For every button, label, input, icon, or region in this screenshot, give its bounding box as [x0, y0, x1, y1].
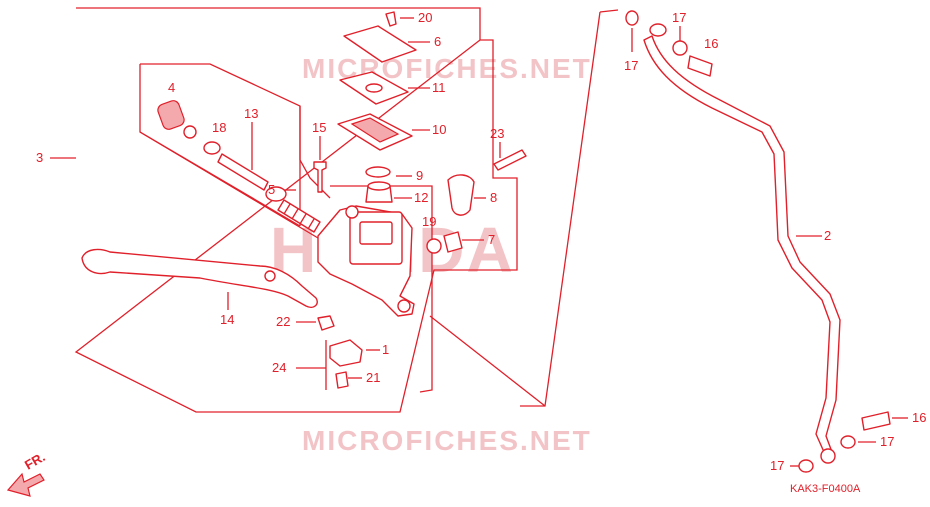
lever-holder [447, 174, 475, 216]
callout-24: 24 [272, 360, 286, 375]
spring-coil [299, 213, 307, 225]
reservoir-cap [343, 25, 417, 63]
callout-20: 20 [418, 10, 432, 25]
callout-4: 4 [168, 80, 175, 95]
callout-7: 7 [488, 232, 495, 247]
piston-cup [203, 141, 221, 155]
callout-17-top-left: 17 [624, 58, 638, 73]
protector-seal-top [367, 181, 391, 191]
o-ring [426, 238, 442, 254]
callout-22: 22 [276, 314, 290, 329]
callout-18: 18 [212, 120, 226, 135]
snap-ring [183, 125, 197, 139]
return-spring [277, 199, 321, 233]
callout-17-bottom-right: 17 [880, 434, 894, 449]
sealing-washer [840, 435, 856, 449]
spring-coil [283, 203, 291, 215]
callout-23: 23 [490, 126, 504, 141]
reservoir-inner [359, 221, 393, 245]
inner-outline-2 [139, 106, 301, 227]
switch-screw [335, 371, 349, 389]
callout-12: 12 [414, 190, 428, 205]
callout-16-bottom: 16 [912, 410, 926, 425]
piston-boot [157, 100, 185, 130]
lever-pivot [264, 270, 276, 282]
spring-coil [307, 218, 315, 230]
callout-13: 13 [244, 106, 258, 121]
callout-16-top: 16 [704, 36, 718, 51]
float-ring [365, 166, 391, 178]
piston-rod [217, 153, 269, 191]
callout-11: 11 [432, 80, 446, 95]
cap-plate-hole [365, 83, 383, 93]
diaphragm-inner [350, 117, 400, 143]
callout-17-bottom-left: 17 [770, 458, 784, 473]
front-arrow-icon [6, 472, 45, 497]
sealing-washer [625, 10, 639, 26]
callout-2: 2 [824, 228, 831, 243]
callout-6: 6 [434, 34, 441, 49]
holder-bolt [493, 149, 527, 171]
sealing-washer [798, 459, 814, 473]
hose-fitting-top [649, 23, 667, 37]
oil-bolt [861, 411, 891, 431]
pivot-bolt [313, 161, 327, 193]
outlet-hole [397, 299, 411, 313]
assembly-outline [74, 7, 518, 413]
callout-10: 10 [432, 122, 446, 137]
lever-nut [317, 315, 335, 331]
stop-switch [329, 339, 363, 367]
cap-screw [385, 11, 397, 27]
callout-1: 1 [382, 342, 389, 357]
piston-end [265, 186, 287, 202]
hose-routing-line [429, 9, 619, 407]
sealing-washer [672, 40, 688, 56]
dust-boot [443, 231, 463, 253]
callout-17-top-right: 17 [672, 10, 686, 25]
mount-hole [345, 205, 359, 219]
brake-hose [643, 35, 841, 453]
front-label: FR. [22, 449, 48, 472]
hose-fitting-bottom [820, 448, 836, 464]
spring-coil [291, 208, 299, 220]
callout-14: 14 [220, 312, 234, 327]
diagram-code: KAK3-F0400A [790, 483, 861, 495]
callout-8: 8 [490, 190, 497, 205]
callout-5: 5 [268, 182, 275, 197]
brake-lever [81, 248, 318, 308]
oil-bolt [687, 55, 713, 77]
callout-9: 9 [416, 168, 423, 183]
watermark-bottom: MICROFICHES.NET [302, 425, 592, 456]
callout-21: 21 [366, 370, 380, 385]
callout-19: 19 [422, 214, 436, 229]
callout-15: 15 [312, 120, 326, 135]
callout-3: 3 [36, 150, 43, 165]
